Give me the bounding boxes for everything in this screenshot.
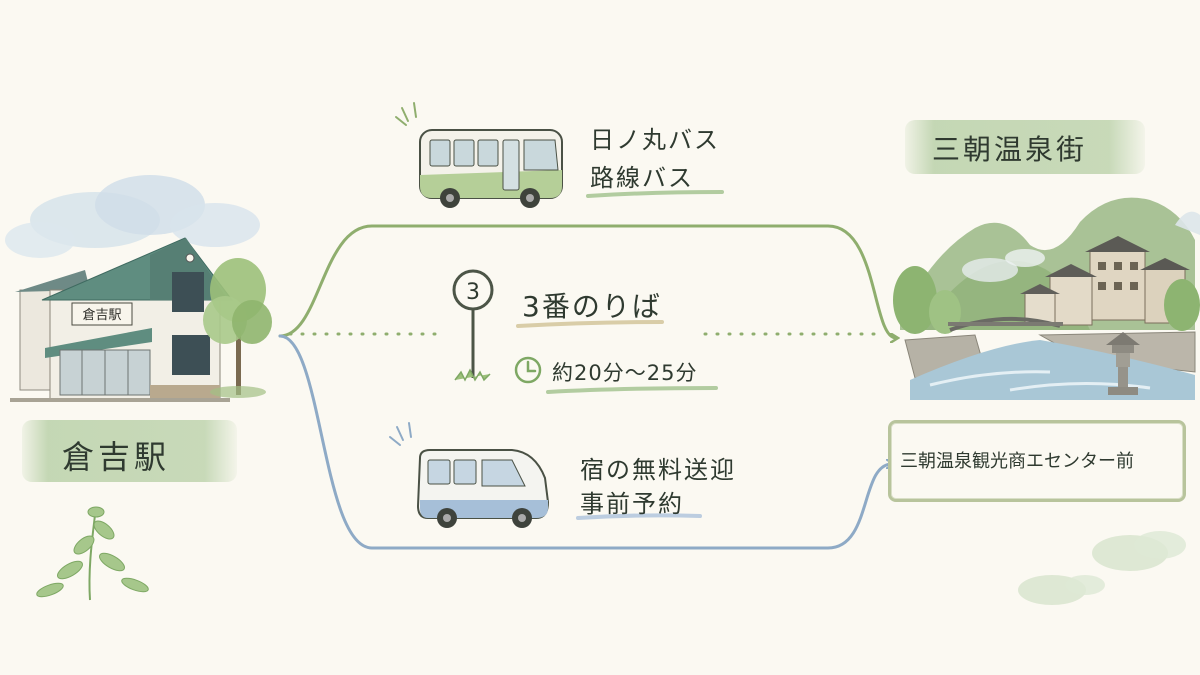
- destination-area-label: 三朝温泉街: [932, 133, 1088, 166]
- clouds-illustration-bottom: [1018, 531, 1186, 605]
- station-sign: 倉吉駅: [82, 308, 121, 323]
- route-bus-icon: [395, 102, 563, 208]
- plant-illustration: [36, 506, 149, 601]
- destination-label-wash: [905, 120, 1145, 174]
- origin-label-wash: [22, 420, 237, 482]
- bus-type-label: 路線バス: [590, 164, 694, 192]
- bus-route-line: [278, 224, 896, 338]
- stop-number: 3: [466, 280, 480, 305]
- destination-stop-label: 三朝温泉観光商エセンター前: [900, 451, 1134, 472]
- clock-icon: [514, 356, 542, 384]
- shuttle-note-label: 事前予約: [580, 490, 684, 518]
- destination-stop-box: [888, 420, 1186, 502]
- clouds-illustration: [5, 175, 260, 258]
- bus-stop-pole-icon: [452, 269, 494, 382]
- platform-label: 3番のりば: [522, 290, 662, 323]
- duration-label: 約20分～25分: [552, 361, 698, 385]
- onsen-town-illustration: [893, 197, 1200, 400]
- shuttle-service-label: 宿の無料送迎: [580, 456, 736, 484]
- bus-operator-label: 日ノ丸バス: [590, 126, 720, 154]
- station-building-illustration: 倉吉駅: [10, 237, 234, 402]
- origin-station-label: 倉吉駅: [62, 438, 171, 476]
- tree-illustration: [203, 258, 272, 398]
- shuttle-bus-icon: [389, 422, 550, 528]
- shuttle-route-line: [278, 334, 892, 550]
